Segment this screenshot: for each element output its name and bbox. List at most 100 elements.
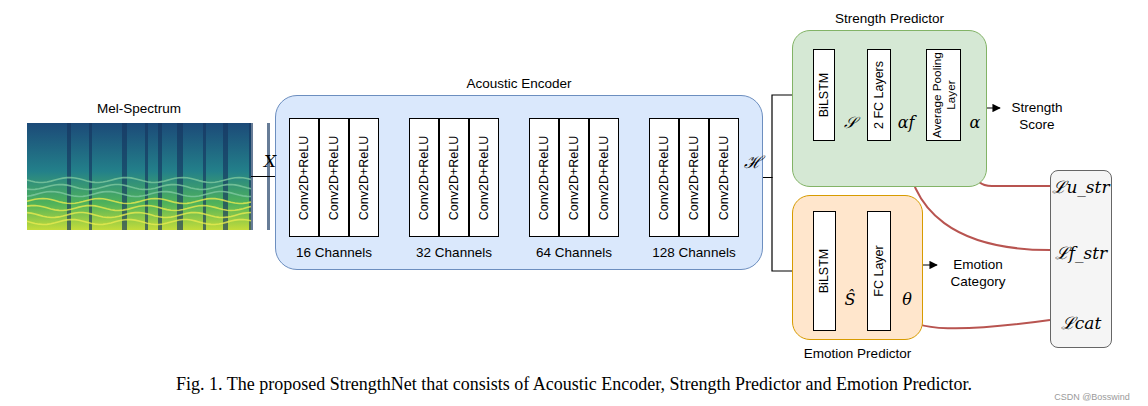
text-slot: Conv2D+ReLU (680, 119, 708, 236)
layer-label: Conv2D+ReLU (297, 135, 311, 219)
text-slot: 32 Channels (349, 245, 559, 260)
panel-heading: Strength Predictor (835, 11, 944, 26)
layer-box: BiLSTM (813, 49, 835, 141)
text-slot: Conv2D+ReLU (350, 119, 378, 236)
text-slot: Conv2D+ReLU (440, 119, 468, 236)
layer-label: Conv2D+ReLU (417, 135, 431, 219)
layer-box: Average Pooling Layer (926, 49, 961, 141)
spectrogram-harmonic (27, 199, 251, 204)
conv-layer: Conv2D+ReLU (349, 118, 379, 237)
conv-block: Conv2D+ReLUConv2D+ReLUConv2D+ReLU128 Cha… (649, 118, 739, 237)
spectrogram-harmonic (27, 213, 251, 218)
text-slot: Acoustic Encoder (216, 76, 822, 91)
edge-label: X (264, 150, 276, 170)
label-slot: Ŝ (845, 292, 856, 308)
layer-box: BiLSTM (813, 211, 836, 331)
text-slot: Conv2D+ReLU (710, 119, 738, 236)
conv-layer: Conv2D+ReLU (649, 118, 679, 237)
label-slot: Strength Score (1003, 99, 1071, 133)
loss-arrow (908, 314, 1050, 328)
label-slot: Emotion Category (939, 256, 1017, 290)
text-slot: BiLSTM (814, 212, 835, 330)
layer-label: Conv2D+ReLU (537, 135, 551, 219)
layer-label: Conv2D+ReLU (327, 135, 341, 219)
conv-layer: Conv2D+ReLU (289, 118, 319, 237)
spectrogram: Mel-Spectrum (27, 123, 251, 230)
label-slot: θ (902, 292, 912, 308)
edge-label-slot: ℋ (744, 153, 762, 170)
layer-label: Conv2D+ReLU (477, 135, 491, 219)
spectrogram-harmonic (27, 206, 251, 211)
text-slot: 16 Channels (229, 245, 439, 260)
spectrogram-gap (158, 123, 162, 230)
conv-layer: Conv2D+ReLU (709, 118, 739, 237)
text-slot: Conv2D+ReLU (470, 119, 498, 236)
conv-layer: Conv2D+ReLU (439, 118, 469, 237)
conv-layer: Conv2D+ReLU (409, 118, 439, 237)
text-slot: Conv2D+ReLU (410, 119, 438, 236)
conv-layer: Conv2D+ReLU (319, 118, 349, 237)
layer-label: BiLSTM (818, 249, 832, 293)
spectrogram-texture (27, 123, 270, 230)
layer-label: Conv2D+ReLU (597, 135, 611, 219)
loss-label: ℒcat (1061, 313, 1102, 333)
text-slot: Conv2D+ReLU (590, 119, 618, 236)
layer-label: Conv2D+ReLU (687, 135, 701, 219)
math-symbol: θ (902, 290, 912, 309)
output-label: Emotion Category (951, 257, 1006, 289)
loss-label: ℒu_str (1052, 177, 1109, 197)
text-slot: FC Layer (868, 212, 890, 330)
layer-label: Conv2D+ReLU (447, 135, 461, 219)
layer-label: Conv2D+ReLU (717, 135, 731, 219)
text-slot: 128 Channels (589, 245, 799, 260)
spectrogram-harmonic (27, 185, 251, 190)
label-slot: CSDN @Bosswind (1054, 387, 1130, 405)
layer-box: 2 FC Layers (867, 49, 891, 141)
spectrogram-harmonic (27, 178, 251, 183)
text-slot: ℒcat (1051, 311, 1111, 334)
text-slot: Conv2D+ReLU (560, 119, 588, 236)
conv-block: Conv2D+ReLUConv2D+ReLUConv2D+ReLU32 Chan… (409, 118, 499, 237)
loss-label: ℒf_str (1055, 243, 1107, 263)
spectrogram-image (27, 123, 251, 230)
math-symbol: 𝒮 (844, 113, 856, 132)
conv-layer: Conv2D+ReLU (679, 118, 709, 237)
conv-layer: Conv2D+ReLU (469, 118, 499, 237)
text-slot: Emotion Predictor (733, 346, 982, 361)
layer-label: FC Layer (872, 245, 886, 296)
text-slot: Conv2D+ReLU (320, 119, 348, 236)
channel-label: 128 Channels (652, 245, 735, 260)
math-symbol: Ŝ (845, 290, 856, 309)
layer-label: 2 FC Layers (872, 61, 886, 129)
text-slot: Conv2D+ReLU (290, 119, 318, 236)
text-slot: Strength Predictor (733, 11, 1046, 26)
text-slot: 64 Channels (469, 245, 679, 260)
text-slot: BiLSTM (814, 50, 834, 140)
text-slot: ℒu_str (1051, 175, 1111, 198)
spectrogram-harmonic (27, 220, 251, 225)
conv-layer: Conv2D+ReLU (529, 118, 559, 237)
layer-box: FC Layer (867, 211, 891, 331)
math-symbol: α (970, 113, 981, 132)
text-slot: ℒf_str (1051, 241, 1111, 264)
text-slot: Mel-Spectrum (0, 101, 311, 116)
conv-block: Conv2D+ReLUConv2D+ReLUConv2D+ReLU16 Chan… (289, 118, 379, 237)
text-slot: 2 FC Layers (868, 50, 890, 140)
output-label: Strength Score (1011, 100, 1062, 132)
loss-box: ℒu_strℒf_strℒcat (1050, 170, 1112, 348)
layer-label: Conv2D+ReLU (567, 135, 581, 219)
label-slot: αf (898, 115, 915, 131)
spectrogram-gap (223, 123, 228, 230)
panel-heading: Acoustic Encoder (466, 76, 571, 91)
text-slot: Conv2D+ReLU (530, 119, 558, 236)
layer-label: BiLSTM (817, 73, 831, 117)
edge-label: ℋ (744, 151, 762, 171)
layer-label: Conv2D+ReLU (657, 135, 671, 219)
channel-label: 16 Channels (296, 245, 372, 260)
watermark: CSDN @Bosswind (1054, 392, 1130, 402)
channel-label: 64 Channels (536, 245, 612, 260)
predictor-panel: BiLSTMFC LayerEmotion Predictor (792, 195, 923, 340)
math-symbol: αf (898, 113, 915, 132)
panel-heading: Emotion Predictor (804, 346, 911, 361)
panel-heading: Mel-Spectrum (97, 101, 181, 116)
